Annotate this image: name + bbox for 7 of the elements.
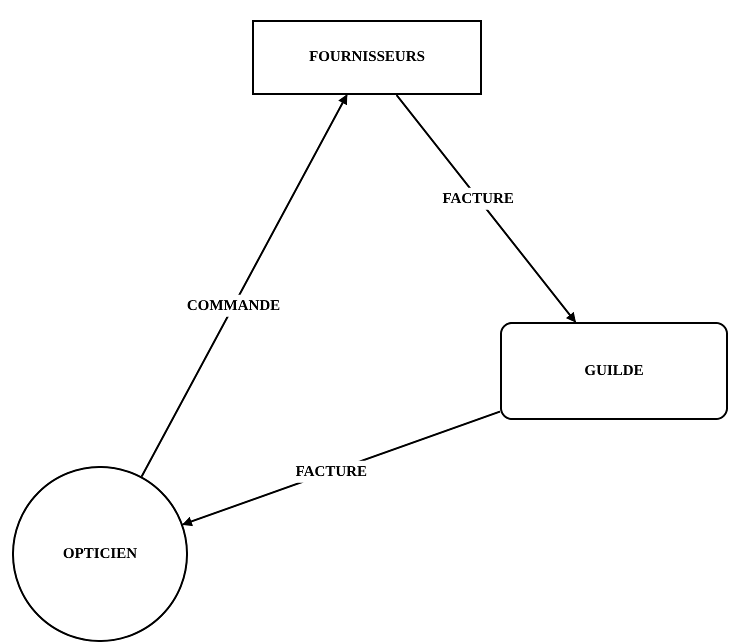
node-label: OPTICIEN [62,544,138,564]
arrow [140,94,348,477]
entity-box [252,20,482,95]
node-label: GUILDE [584,362,644,381]
process-box [500,322,728,420]
node-label: FOURNISSEURS [309,48,425,68]
arrow [396,94,576,323]
